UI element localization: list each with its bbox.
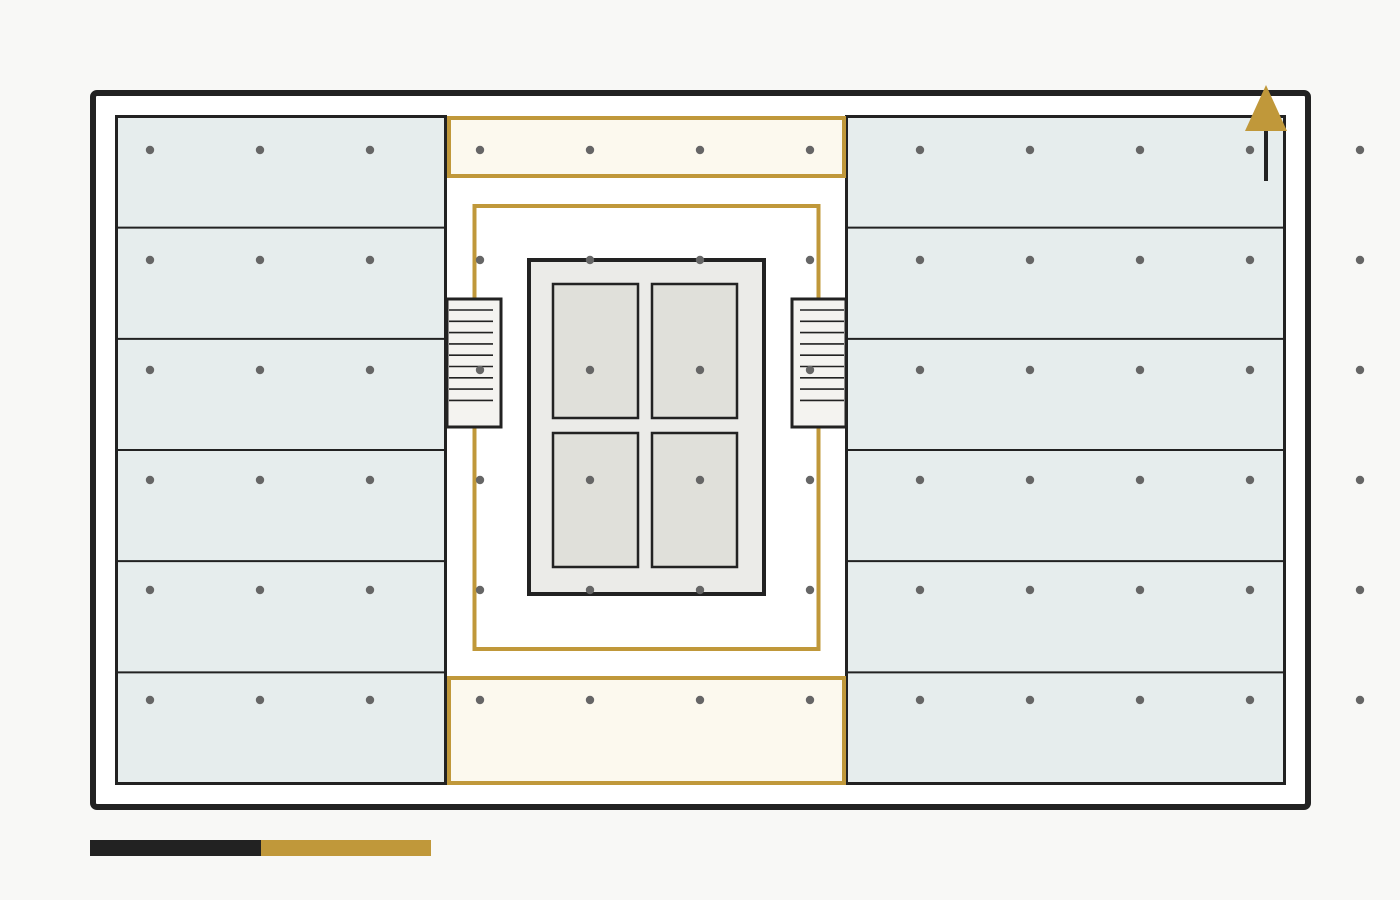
column-marker <box>1135 255 1145 265</box>
structural-column-grid <box>145 145 1365 705</box>
scale-bar <box>90 840 431 856</box>
column-marker <box>475 475 485 485</box>
column-marker <box>145 475 155 485</box>
bottom-highlight-zone <box>447 676 846 785</box>
column-marker <box>585 255 595 265</box>
central-core <box>527 258 766 596</box>
stair-right-enclosure <box>790 297 848 429</box>
column-marker <box>365 585 375 595</box>
column-marker <box>805 585 815 595</box>
column-marker <box>255 475 265 485</box>
column-marker <box>145 365 155 375</box>
column-marker <box>145 255 155 265</box>
column-marker <box>1355 695 1365 705</box>
column-marker <box>475 255 485 265</box>
lift-shaft-2 <box>650 282 739 420</box>
lift-shaft-4 <box>650 431 739 569</box>
column-marker <box>1135 695 1145 705</box>
column-marker <box>805 695 815 705</box>
column-marker <box>365 475 375 485</box>
column-marker <box>1245 475 1255 485</box>
column-marker <box>585 695 595 705</box>
column-marker <box>475 585 485 595</box>
column-marker <box>145 585 155 595</box>
column-marker <box>365 695 375 705</box>
column-marker <box>1245 365 1255 375</box>
column-marker <box>915 145 925 155</box>
column-marker <box>255 695 265 705</box>
stair-left-treads <box>449 309 493 402</box>
column-marker <box>1355 255 1365 265</box>
stair-left <box>445 297 503 429</box>
right-wing <box>845 115 1286 785</box>
stair-left-enclosure <box>445 297 503 429</box>
column-marker <box>365 145 375 155</box>
column-marker <box>915 475 925 485</box>
column-marker <box>365 365 375 375</box>
scale-bar-segment-accent <box>261 840 431 856</box>
column-marker <box>805 145 815 155</box>
column-marker <box>805 255 815 265</box>
column-marker <box>365 255 375 265</box>
column-marker <box>1025 695 1035 705</box>
scale-bar-segment-dark <box>90 840 261 856</box>
column-marker <box>695 475 705 485</box>
column-marker <box>805 475 815 485</box>
column-marker <box>1245 145 1255 155</box>
lift-shaft-1 <box>551 282 640 420</box>
column-marker <box>1135 585 1145 595</box>
column-marker <box>1025 365 1035 375</box>
north-arrow-icon <box>1245 85 1287 181</box>
stair-right <box>790 297 848 429</box>
column-marker <box>145 695 155 705</box>
column-marker <box>1025 475 1035 485</box>
column-marker <box>475 695 485 705</box>
column-marker <box>255 365 265 375</box>
column-marker <box>695 585 705 595</box>
column-marker <box>585 365 595 375</box>
stair-right-treads <box>800 309 844 402</box>
column-marker <box>1135 475 1145 485</box>
column-marker <box>695 695 705 705</box>
column-marker <box>1025 255 1035 265</box>
column-marker <box>695 365 705 375</box>
column-marker <box>475 145 485 155</box>
column-marker <box>1355 475 1365 485</box>
column-marker <box>1135 145 1145 155</box>
column-marker <box>1355 365 1365 375</box>
column-marker <box>915 365 925 375</box>
column-marker <box>255 255 265 265</box>
column-marker <box>915 255 925 265</box>
column-marker <box>1135 365 1145 375</box>
top-highlight-zone <box>447 116 846 178</box>
column-marker <box>475 365 485 375</box>
column-marker <box>255 585 265 595</box>
column-marker <box>585 145 595 155</box>
column-marker <box>1025 585 1035 595</box>
column-marker <box>585 585 595 595</box>
column-marker <box>145 145 155 155</box>
column-marker <box>1355 585 1365 595</box>
column-marker <box>1245 585 1255 595</box>
lift-shaft-3 <box>551 431 640 569</box>
column-marker <box>915 585 925 595</box>
column-marker <box>695 255 705 265</box>
column-marker <box>695 145 705 155</box>
column-marker <box>1245 255 1255 265</box>
column-marker <box>805 365 815 375</box>
column-marker <box>1245 695 1255 705</box>
left-wing-bay-dividers <box>116 226 446 674</box>
right-wing-bay-dividers <box>846 226 1285 674</box>
left-wing <box>115 115 447 785</box>
column-marker <box>915 695 925 705</box>
column-marker <box>585 475 595 485</box>
column-marker <box>255 145 265 155</box>
column-marker <box>1025 145 1035 155</box>
column-marker <box>1355 145 1365 155</box>
